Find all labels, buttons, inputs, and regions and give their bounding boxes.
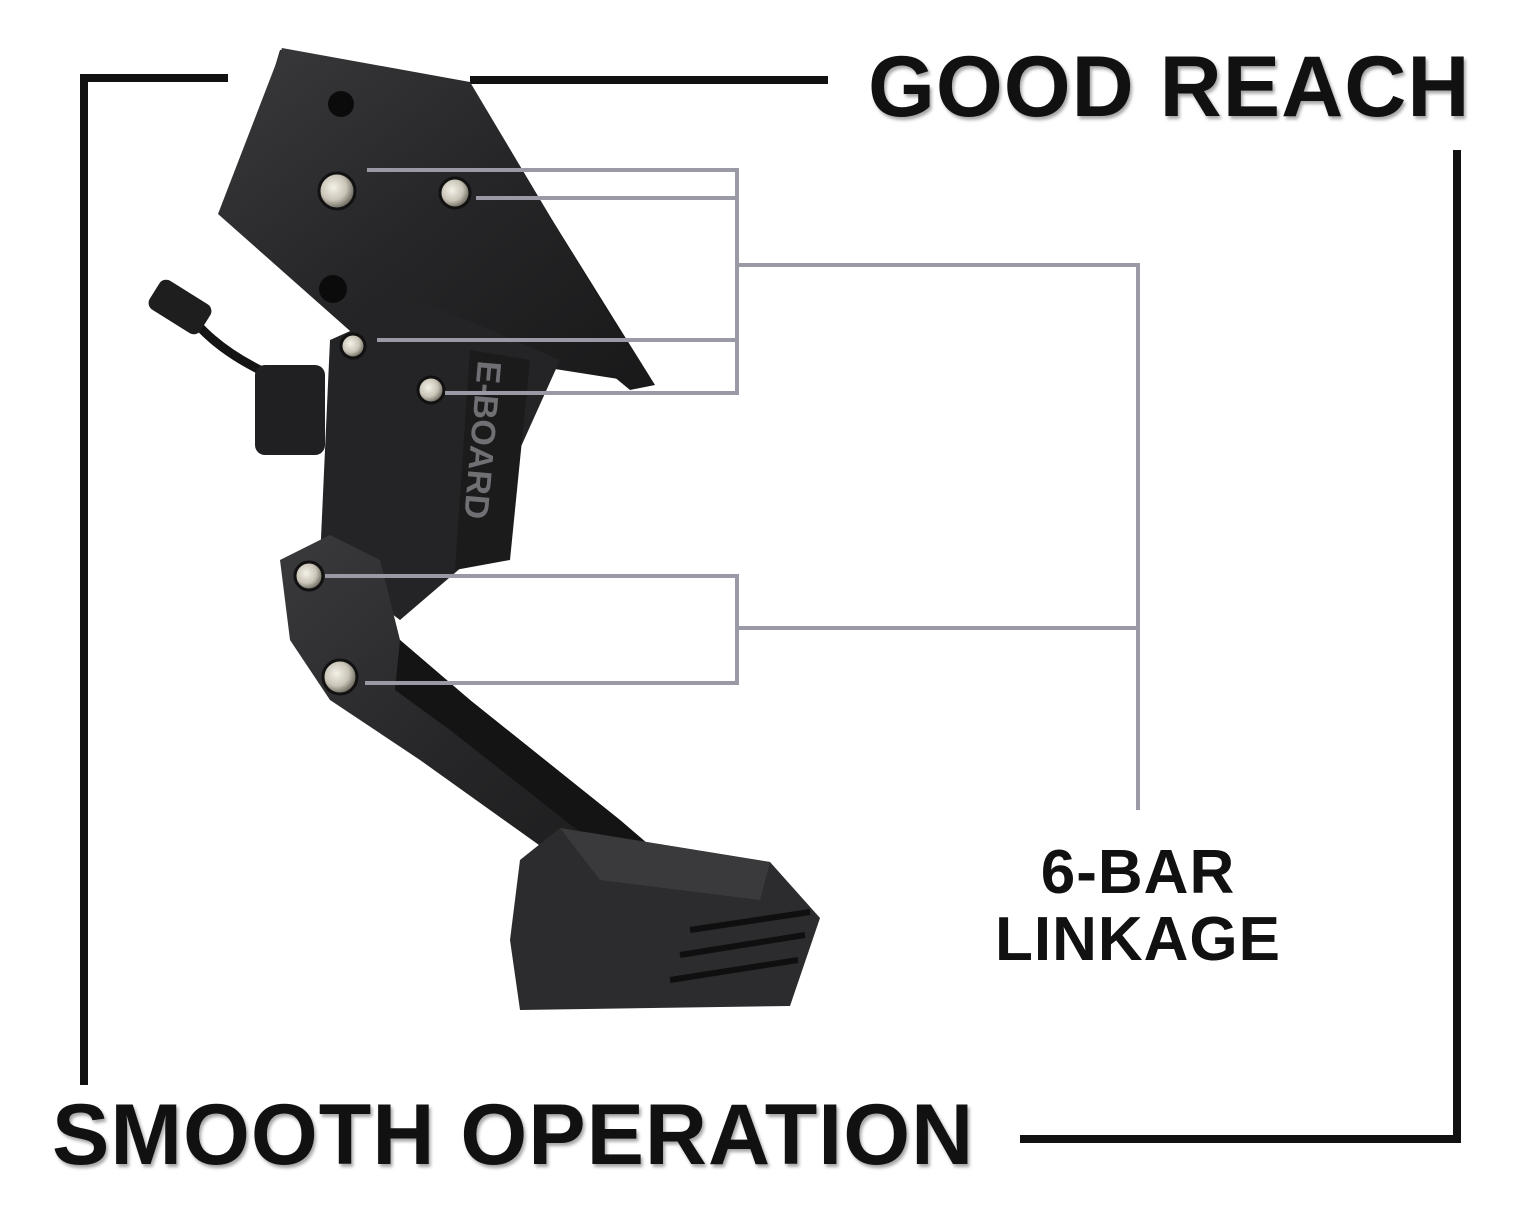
leader-upper bbox=[367, 168, 1140, 810]
frame-top-left-segment bbox=[80, 74, 228, 1085]
lower-arm-shadow bbox=[395, 640, 690, 890]
pivot-pin bbox=[438, 176, 472, 210]
pedal-groove bbox=[689, 909, 811, 933]
leader-lower bbox=[325, 574, 1138, 685]
frame-right-segment bbox=[1020, 150, 1461, 1143]
connector bbox=[148, 279, 212, 335]
pivot-pin bbox=[339, 332, 367, 360]
pivot-pin bbox=[293, 560, 325, 592]
brand-plate bbox=[455, 350, 530, 570]
callout-6-bar-linkage: 6-BAR LINKAGE bbox=[968, 838, 1308, 974]
pivot-pin bbox=[321, 658, 359, 696]
plate-hole bbox=[319, 275, 347, 303]
callout-line-1: 6-BAR bbox=[1040, 838, 1236, 907]
leader-lines bbox=[325, 168, 1140, 810]
pedal-grooves bbox=[669, 909, 811, 983]
callout-line-2: LINKAGE bbox=[995, 904, 1281, 974]
frame bbox=[80, 74, 1461, 1143]
pedal-mechanism: E-BOARD bbox=[148, 48, 820, 1010]
headline-smooth-operation: SMOOTH OPERATION bbox=[52, 1087, 975, 1183]
plate-hole bbox=[328, 91, 354, 117]
pivot-pin bbox=[317, 171, 357, 211]
pedal-groove bbox=[669, 957, 799, 983]
pivot-pin bbox=[416, 375, 446, 405]
headline-good-reach: GOOD REACH bbox=[868, 39, 1471, 135]
pedal-pad-top bbox=[560, 828, 770, 900]
pedal-groove bbox=[679, 932, 806, 958]
connector-housing bbox=[255, 365, 325, 455]
